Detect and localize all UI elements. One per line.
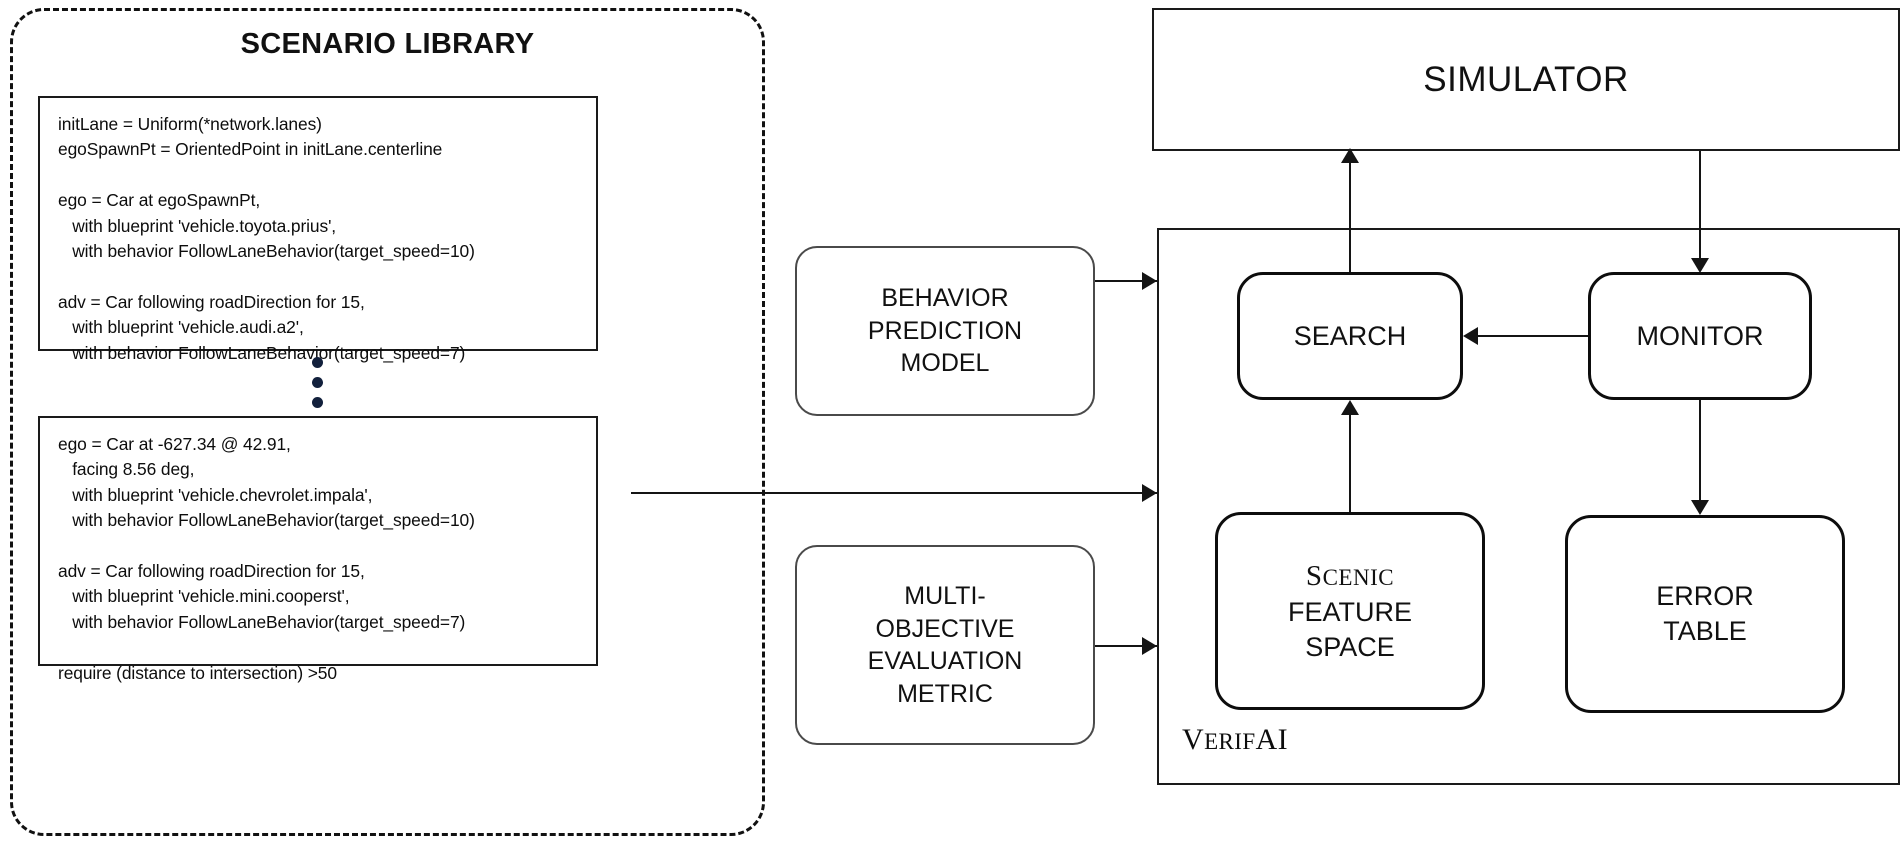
verifai-label-v: V	[1182, 723, 1205, 756]
arrowhead-search-to-simulator	[1341, 148, 1359, 163]
arrowhead-simulator-to-monitor	[1691, 258, 1709, 273]
search-box: SEARCH	[1237, 272, 1463, 400]
arrowhead-metric-to-verifai	[1142, 637, 1157, 655]
vertical-ellipsis-icon	[290, 355, 350, 413]
arrowhead-monitor-to-search	[1463, 327, 1478, 345]
connector-library-to-verifai	[631, 492, 1157, 494]
monitor-box: MONITOR	[1588, 272, 1812, 400]
scenario-code-box-1: initLane = Uniform(*network.lanes) egoSp…	[38, 96, 598, 363]
multi-objective-evaluation-metric-label: MULTI- OBJECTIVE EVALUATION METRIC	[867, 582, 1023, 708]
scenic-feature-line: FEATURE	[1287, 597, 1412, 627]
behavior-prediction-model-box: BEHAVIOR PREDICTION MODEL	[795, 246, 1095, 416]
verifai-label-erif: ERIF	[1204, 729, 1256, 754]
scenario-code-2: ego = Car at -627.34 @ 42.91, facing 8.5…	[58, 434, 475, 683]
connector-monitor-to-error-table	[1699, 400, 1701, 500]
error-table-label: ERROR TABLE	[1656, 581, 1754, 646]
arrowhead-library-to-verifai	[1142, 484, 1157, 502]
search-label: SEARCH	[1293, 320, 1407, 351]
connector-monitor-to-search	[1478, 335, 1588, 337]
arrowhead-feature-space-to-search	[1341, 400, 1359, 415]
simulator-label: SIMULATOR	[1423, 59, 1629, 99]
scenario-library-container	[10, 8, 765, 836]
arrowhead-monitor-to-error-table	[1691, 500, 1709, 515]
scenic-space-line: SPACE	[1305, 631, 1395, 662]
connector-behavior-model-to-verifai	[1095, 280, 1157, 282]
connector-feature-space-to-search	[1349, 412, 1351, 512]
connector-metric-to-verifai	[1095, 645, 1157, 647]
arrowhead-behavior-model-to-verifai	[1142, 272, 1157, 290]
scenario-library-title: SCENARIO LIBRARY	[240, 28, 535, 60]
verifai-label-ai: AI	[1255, 723, 1288, 756]
scenic-feature-space-label: SCENIC FEATURE SPACE	[1288, 558, 1412, 664]
multi-objective-evaluation-metric-box: MULTI- OBJECTIVE EVALUATION METRIC	[795, 545, 1095, 745]
connector-search-to-simulator	[1349, 160, 1351, 272]
scenario-code-box-2: ego = Car at -627.34 @ 42.91, facing 8.5…	[38, 416, 598, 683]
verifai-label: VERIFAI	[1182, 723, 1288, 757]
scenario-code-1: initLane = Uniform(*network.lanes) egoSp…	[58, 114, 475, 363]
behavior-prediction-model-label: BEHAVIOR PREDICTION MODEL	[867, 284, 1023, 378]
simulator-box: SIMULATOR	[1152, 8, 1900, 151]
error-table-box: ERROR TABLE	[1565, 515, 1845, 713]
monitor-label: MONITOR	[1636, 320, 1764, 351]
connector-simulator-to-monitor	[1699, 151, 1701, 259]
scenic-wordmark: SCENIC	[1305, 559, 1395, 592]
scenic-feature-space-box: SCENIC FEATURE SPACE	[1215, 512, 1485, 710]
